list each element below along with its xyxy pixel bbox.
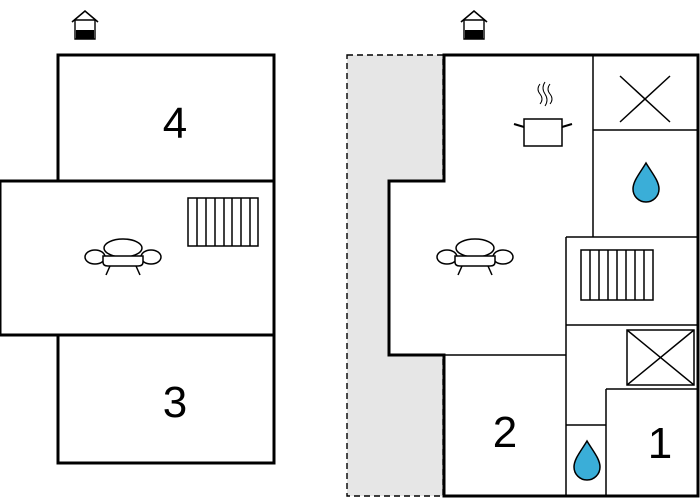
left-floor: 4 3	[0, 10, 276, 465]
inner-walls	[444, 55, 698, 496]
right-floor: 2 1	[346, 10, 700, 498]
entrance-icon	[460, 10, 488, 40]
left-lower-room-wall	[56, 333, 276, 465]
stairs-icon	[580, 249, 654, 301]
window-cross-icon	[619, 75, 671, 123]
entrance-icon	[71, 10, 99, 40]
room-label-2: 2	[493, 408, 517, 457]
cooking-pot-icon	[513, 81, 573, 147]
room-label-1: 1	[648, 419, 672, 468]
left-upper-room-wall	[56, 53, 276, 183]
room-label-4: 4	[163, 99, 187, 148]
stairs-icon	[187, 197, 259, 247]
room-label-3: 3	[163, 378, 187, 427]
window-cross-icon	[626, 329, 695, 386]
